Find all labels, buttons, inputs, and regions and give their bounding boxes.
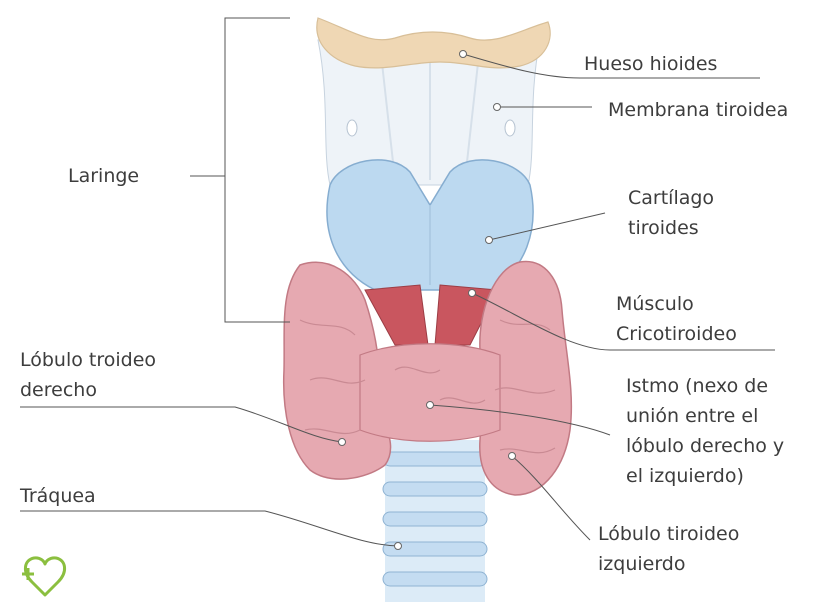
thyroid-isthmus — [360, 344, 500, 442]
label-laringe: Laringe — [68, 165, 139, 187]
label-istmo-line3: lóbulo derecho y — [626, 435, 784, 457]
trachea — [383, 440, 487, 602]
label-musculo-line1: Músculo — [616, 293, 694, 315]
hyoid-bone — [317, 18, 550, 68]
label-traquea: Tráquea — [19, 485, 96, 507]
label-cartilago-line2: tiroides — [628, 217, 699, 239]
label-cartilago-line1: Cartílago — [628, 187, 714, 209]
label-lobulo-derecho-line1: Lóbulo troideo — [20, 349, 156, 371]
heart-cross-logo-icon — [22, 558, 65, 595]
laringe-bracket — [190, 18, 290, 322]
label-istmo-line2: unión entre el — [626, 405, 758, 427]
label-hueso-hioides: Hueso hioides — [584, 53, 717, 75]
label-lobulo-derecho-line2: derecho — [20, 379, 97, 401]
label-lobulo-izquierdo-line2: izquierdo — [598, 553, 686, 575]
label-istmo-line1: Istmo (nexo de — [626, 375, 768, 397]
label-lobulo-izquierdo-line1: Lóbulo tiroideo — [598, 523, 739, 545]
label-musculo-line2: Cricotiroideo — [616, 323, 737, 345]
label-istmo-line4: el izquierdo) — [626, 465, 744, 487]
label-membrana-tiroidea: Membrana tiroidea — [608, 99, 788, 121]
